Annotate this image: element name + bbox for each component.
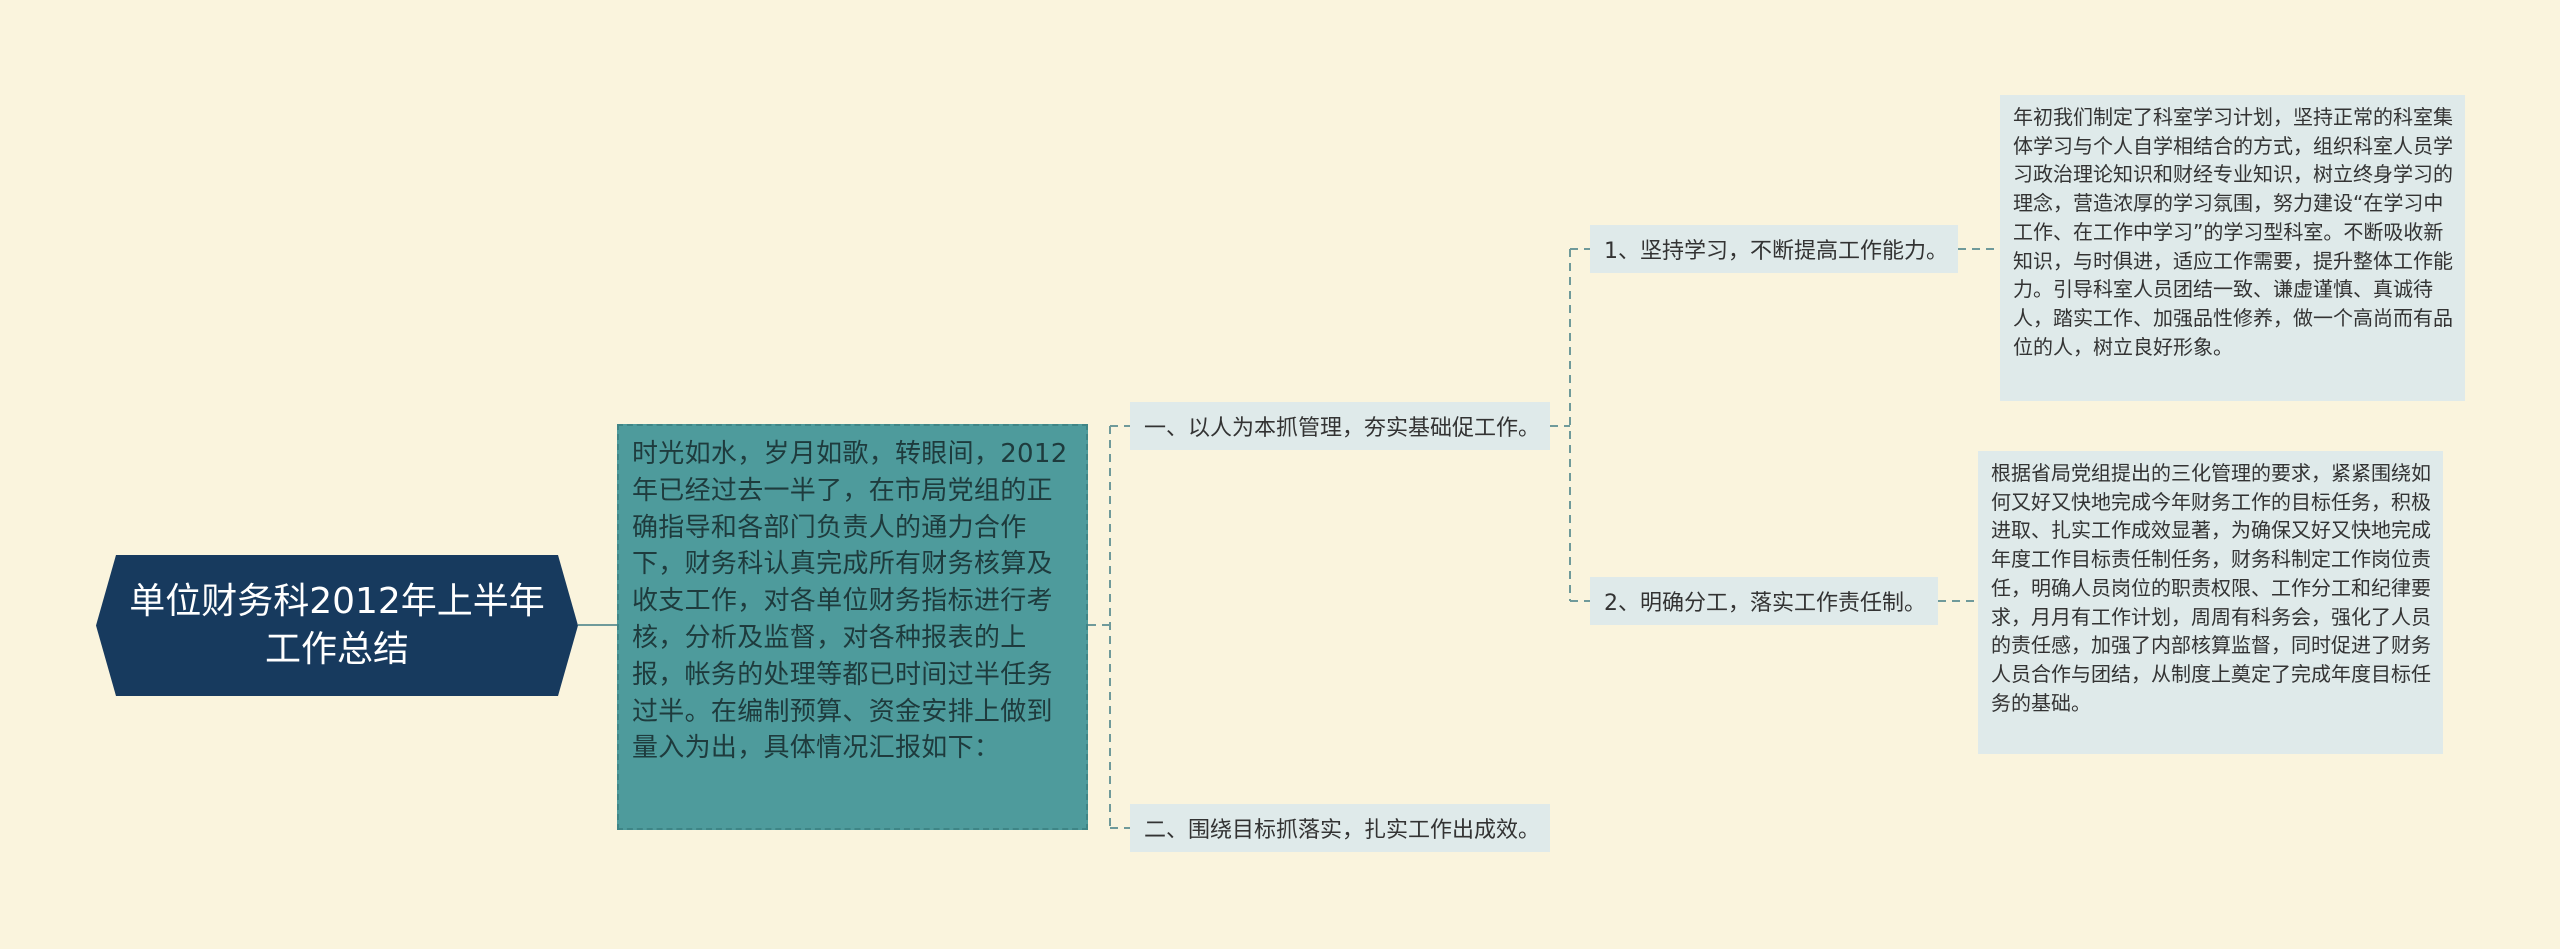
detail-2-text: 根据省局党组提出的三化管理的要求，紧紧围绕如何又好又快地完成今年财务工作的目标任… bbox=[1991, 461, 2431, 715]
subtopic-1-label: 1、坚持学习，不断提高工作能力。 bbox=[1604, 239, 1948, 264]
root-topic[interactable]: 单位财务科2012年上半年工作总结 bbox=[96, 555, 578, 696]
detail-2[interactable]: 根据省局党组提出的三化管理的要求，紧紧围绕如何又好又快地完成今年财务工作的目标任… bbox=[1978, 451, 2443, 754]
intro-node[interactable]: 时光如水，岁月如歌，转眼间，2012年已经过去一半了，在市局党组的正确指导和各部… bbox=[617, 424, 1088, 830]
connector-topic1-subtopics bbox=[1550, 248, 1590, 602]
intro-text: 时光如水，岁月如歌，转眼间，2012年已经过去一半了，在市局党组的正确指导和各部… bbox=[632, 439, 1068, 764]
topic-2-label: 二、围绕目标抓落实，扎实工作出成效。 bbox=[1144, 818, 1541, 843]
subtopic-2[interactable]: 2、明确分工，落实工作责任制。 bbox=[1590, 577, 1938, 625]
root-title: 单位财务科2012年上半年工作总结 bbox=[129, 580, 545, 670]
topic-2[interactable]: 二、围绕目标抓落实，扎实工作出成效。 bbox=[1130, 804, 1550, 852]
topic-1-label: 一、以人为本抓管理，夯实基础促工作。 bbox=[1144, 416, 1541, 441]
subtopic-1[interactable]: 1、坚持学习，不断提高工作能力。 bbox=[1590, 225, 1958, 273]
detail-1-text: 年初我们制定了科室学习计划，坚持正常的科室集体学习与个人自学相结合的方式，组织科… bbox=[2013, 105, 2453, 359]
detail-1[interactable]: 年初我们制定了科室学习计划，坚持正常的科室集体学习与个人自学相结合的方式，组织科… bbox=[2000, 95, 2465, 401]
connector-intro-topics bbox=[1088, 425, 1130, 829]
topic-1[interactable]: 一、以人为本抓管理，夯实基础促工作。 bbox=[1130, 402, 1550, 450]
subtopic-2-label: 2、明确分工，落实工作责任制。 bbox=[1604, 591, 1926, 616]
